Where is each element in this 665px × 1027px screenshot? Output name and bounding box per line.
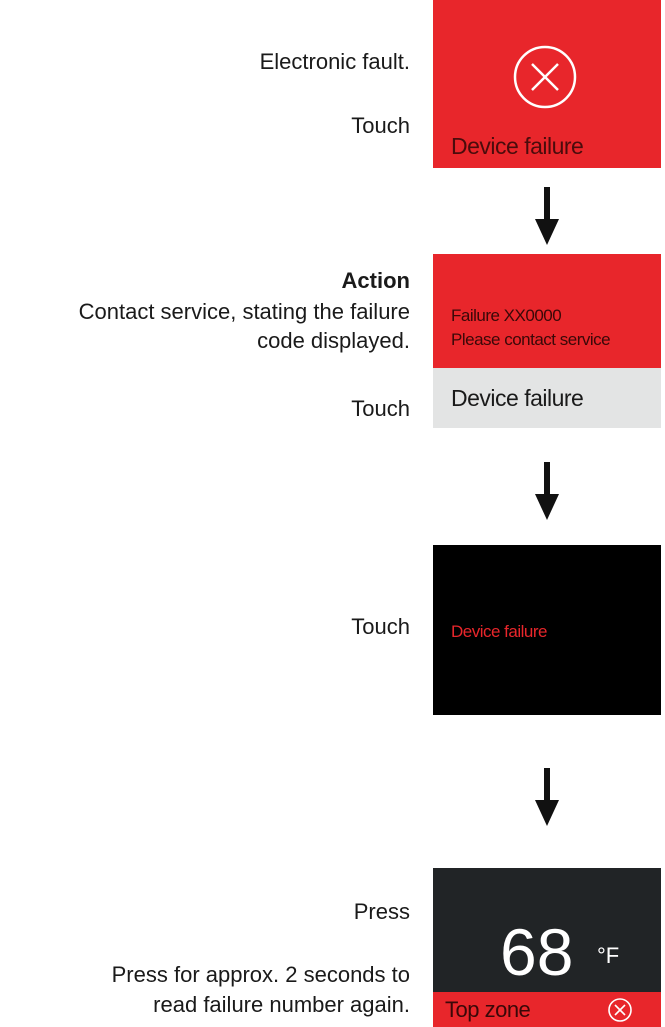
device-failure-label: Device failure xyxy=(451,133,584,159)
press-instruction: Press xyxy=(353,899,410,924)
touch-instruction-2: Touch xyxy=(351,396,410,421)
device-failure-dark-label: Device failure xyxy=(451,622,548,641)
failure-code: Failure XX0000 xyxy=(451,306,562,325)
action-heading: Action xyxy=(341,268,410,293)
down-arrow-icon xyxy=(535,462,559,520)
temperature-unit: °F xyxy=(597,943,620,968)
error-circle-x-icon[interactable] xyxy=(607,997,633,1023)
device-failure-bar-label: Device failure xyxy=(451,385,584,411)
device-failure-bar[interactable]: Device failure xyxy=(433,368,661,428)
down-arrow-icon xyxy=(535,768,559,826)
contact-service-message: Please contact service xyxy=(451,330,611,349)
fault-description: Electronic fault. xyxy=(259,49,410,74)
zone-display[interactable]: 68 °F Top zone xyxy=(433,868,661,1027)
down-arrow-icon xyxy=(535,187,559,245)
temperature-value: 68 xyxy=(500,915,574,989)
action-text-line1: Contact service, stating the failure xyxy=(78,299,410,324)
press-description-line1: Press for approx. 2 seconds to xyxy=(111,962,410,987)
touch-instruction-3: Touch xyxy=(351,614,410,639)
failure-code-screen[interactable]: Failure XX0000 Please contact service xyxy=(433,254,661,368)
device-failure-dark-screen[interactable]: Device failure xyxy=(433,545,661,715)
action-text-line2: code displayed. xyxy=(257,328,410,353)
error-circle-x-icon[interactable] xyxy=(512,44,578,110)
touch-instruction-1: Touch xyxy=(351,113,410,138)
top-zone-label: Top zone xyxy=(445,997,531,1022)
top-zone-bar[interactable]: Top zone xyxy=(433,992,661,1027)
press-description-line2: read failure number again. xyxy=(153,992,410,1017)
device-failure-screen[interactable]: Device failure xyxy=(433,0,661,168)
